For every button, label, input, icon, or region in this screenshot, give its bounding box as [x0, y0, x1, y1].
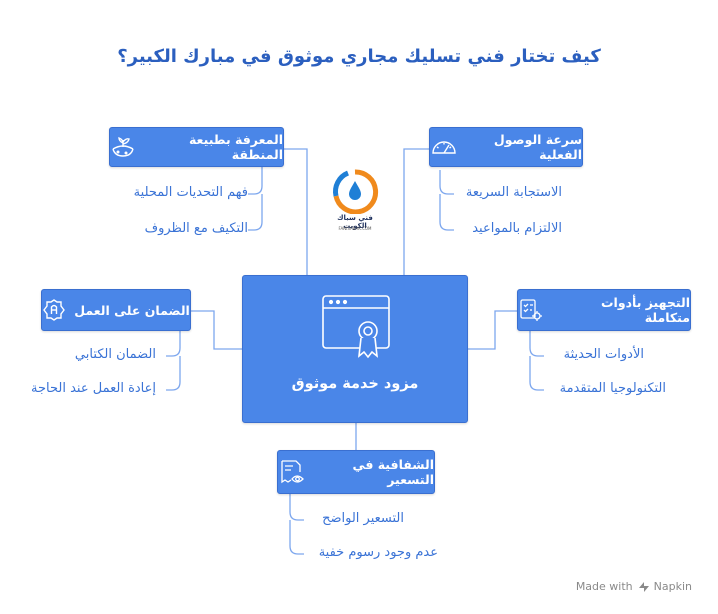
invoice-eye-icon — [278, 458, 306, 486]
node-warranty-label: الضمان على العمل — [74, 302, 190, 318]
node-equipment-label: التجهيز بأدوات متكاملة — [601, 295, 690, 325]
node-warranty: الضمان على العمل — [41, 289, 191, 331]
tools-checklist-icon — [518, 297, 544, 323]
warranty-item-2: إعادة العمل عند الحاجة — [31, 381, 156, 396]
knowledge-item-1: فهم التحديات المحلية — [133, 185, 248, 200]
transparency-item-2: عدم وجود رسوم خفية — [318, 545, 438, 560]
certified-window-icon — [322, 295, 390, 359]
water-drop-logo-icon — [333, 169, 379, 215]
logo-site: FANISABAK.COM — [338, 226, 372, 231]
node-equipment: التجهيز بأدوات متكاملة — [517, 289, 691, 331]
node-transparency: الشفافية في التسعير — [277, 450, 435, 494]
page-title: كيف تختار فني تسليك مجاري موثوق في مبارك… — [117, 46, 601, 67]
footer-brand: Napkin — [653, 580, 692, 593]
napkin-logo-icon — [638, 581, 649, 592]
equipment-item-1: الأدوات الحديثة — [563, 347, 644, 362]
transparency-item-1: التسعير الواضح — [322, 511, 404, 526]
equipment-item-2: التكنولوجيا المتقدمة — [559, 381, 666, 396]
node-knowledge: المعرفة بطبيعة المنطقة — [109, 127, 284, 167]
warranty-item-1: الضمان الكتابي — [74, 347, 156, 362]
speedometer-icon — [430, 136, 458, 158]
footer-credit: Made with Napkin — [576, 580, 692, 593]
footer-made-with: Made with — [575, 580, 633, 593]
node-transparency-label: الشفافية في التسعير — [352, 457, 434, 487]
knowledge-item-2: التكيف مع الظروف — [144, 221, 248, 236]
node-speed: سرعة الوصول الفعلية — [429, 127, 583, 167]
company-logo: فني سباك الكويت FANISABAK.COM — [326, 166, 384, 236]
speed-item-2: الالتزام بالمواعيد — [472, 221, 562, 236]
land-plant-icon — [110, 135, 136, 159]
node-knowledge-label: المعرفة بطبيعة المنطقة — [188, 132, 283, 162]
speed-item-1: الاستجابة السريعة — [465, 185, 562, 200]
center-node: مزود خدمة موثوق — [242, 275, 468, 423]
badge-icon — [42, 298, 66, 322]
node-speed-label: سرعة الوصول الفعلية — [493, 132, 582, 162]
logo-name: فني سباك الكويت — [337, 214, 373, 230]
center-label: مزود خدمة موثوق — [291, 376, 419, 392]
